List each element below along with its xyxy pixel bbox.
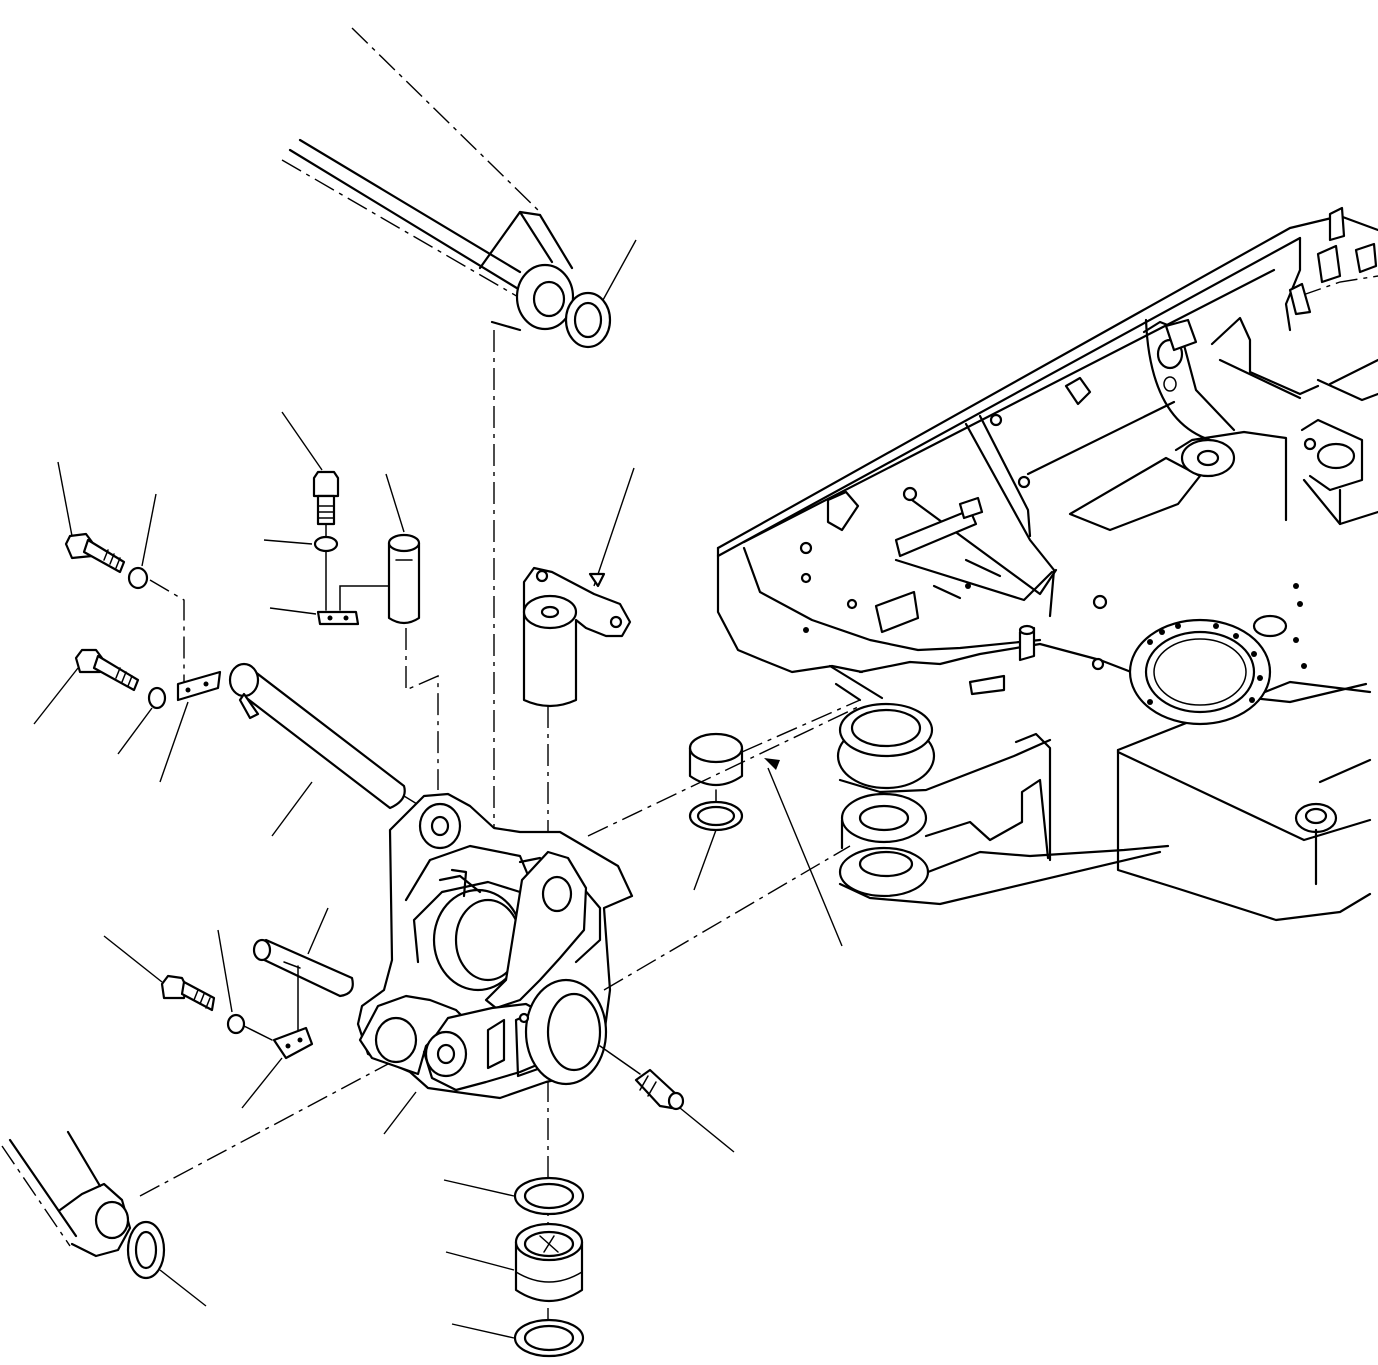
seal-ring-bottom (451, 1318, 585, 1358)
lock-plate-left (159, 670, 222, 783)
bolt-lower (103, 929, 246, 1035)
arrowhead (764, 758, 780, 770)
seal-ring-top (443, 1176, 585, 1216)
cylinder (1, 1063, 389, 1307)
thrust-washer-top (564, 239, 637, 349)
pin-upper (385, 473, 439, 790)
lock-plate-upper (269, 585, 393, 626)
main-pin (228, 662, 431, 837)
bolt-left-2 (33, 648, 167, 755)
bolt-left-1 (57, 461, 185, 690)
bolt-upper (281, 411, 340, 611)
flanged-bushing (522, 467, 635, 708)
grease-fitting (599, 1045, 735, 1153)
washer-upper (263, 535, 339, 553)
pin-lower (252, 907, 354, 1031)
bushing (445, 1222, 584, 1302)
leader-arrow (767, 767, 843, 947)
alignment-line (603, 845, 851, 991)
boom-arm (281, 27, 575, 332)
revolving-frame (716, 206, 1378, 922)
swing-bracket (356, 792, 634, 1135)
lock-plate-lower (241, 1025, 314, 1109)
small-bushing (587, 699, 861, 891)
